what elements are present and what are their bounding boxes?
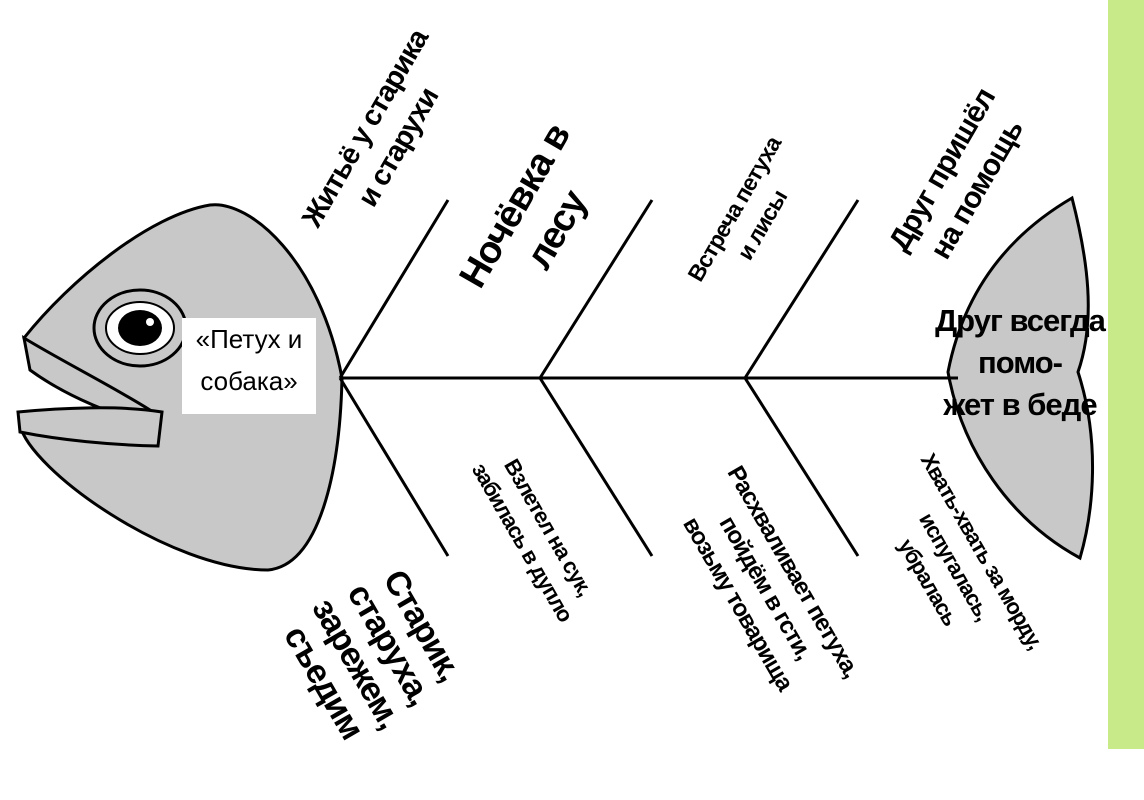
bone-lower-3 [743,377,860,557]
diagram-title: «Петух и собака» [182,318,316,414]
fishbone-diagram: «Петух и собака» Житьё у старика и стару… [16,0,1144,749]
bone-lower-1 [338,377,450,557]
bone-upper-3 [743,199,860,379]
pupil [118,310,162,346]
side-accent-strip [1108,0,1144,749]
fish-tail [946,195,1094,561]
bone-upper-1 [338,199,450,379]
bone-upper-2 [538,199,654,379]
pupil-highlight [146,318,154,326]
bone-lower-2 [538,377,654,557]
fish-lower-lip [16,406,164,448]
conclusion-text: Друг всегда помо- жет в беде [935,303,1106,422]
